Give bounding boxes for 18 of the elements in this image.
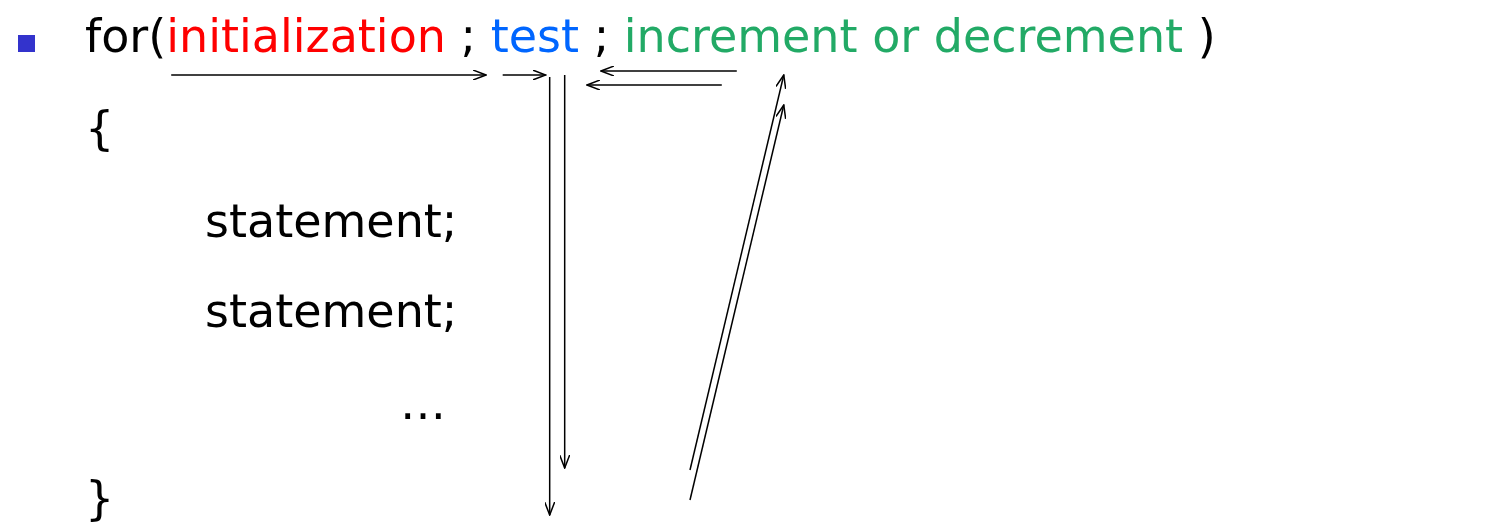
code-text: statement;: [205, 193, 458, 249]
semicolon-text: ;: [460, 9, 477, 63]
brace-text: {: [85, 100, 115, 156]
arrow: [600, 65, 738, 77]
code-text: for(: [85, 9, 167, 63]
code-keyword-text: test: [490, 9, 580, 63]
arrow: [501, 69, 547, 81]
brace-text: }: [85, 470, 115, 526]
code-text: statement;: [205, 283, 458, 339]
code-keyword-text: initialization: [166, 9, 446, 63]
parenthesis-text: ): [1197, 9, 1216, 63]
ellipsis-text: …: [400, 375, 446, 431]
arrow: [586, 79, 723, 91]
arrow: [558, 74, 571, 469]
arrow: [543, 76, 556, 516]
arrow: [170, 69, 487, 81]
semicolon-text: ;: [593, 9, 610, 63]
code-keyword-text: increment or decrement: [623, 9, 1184, 63]
